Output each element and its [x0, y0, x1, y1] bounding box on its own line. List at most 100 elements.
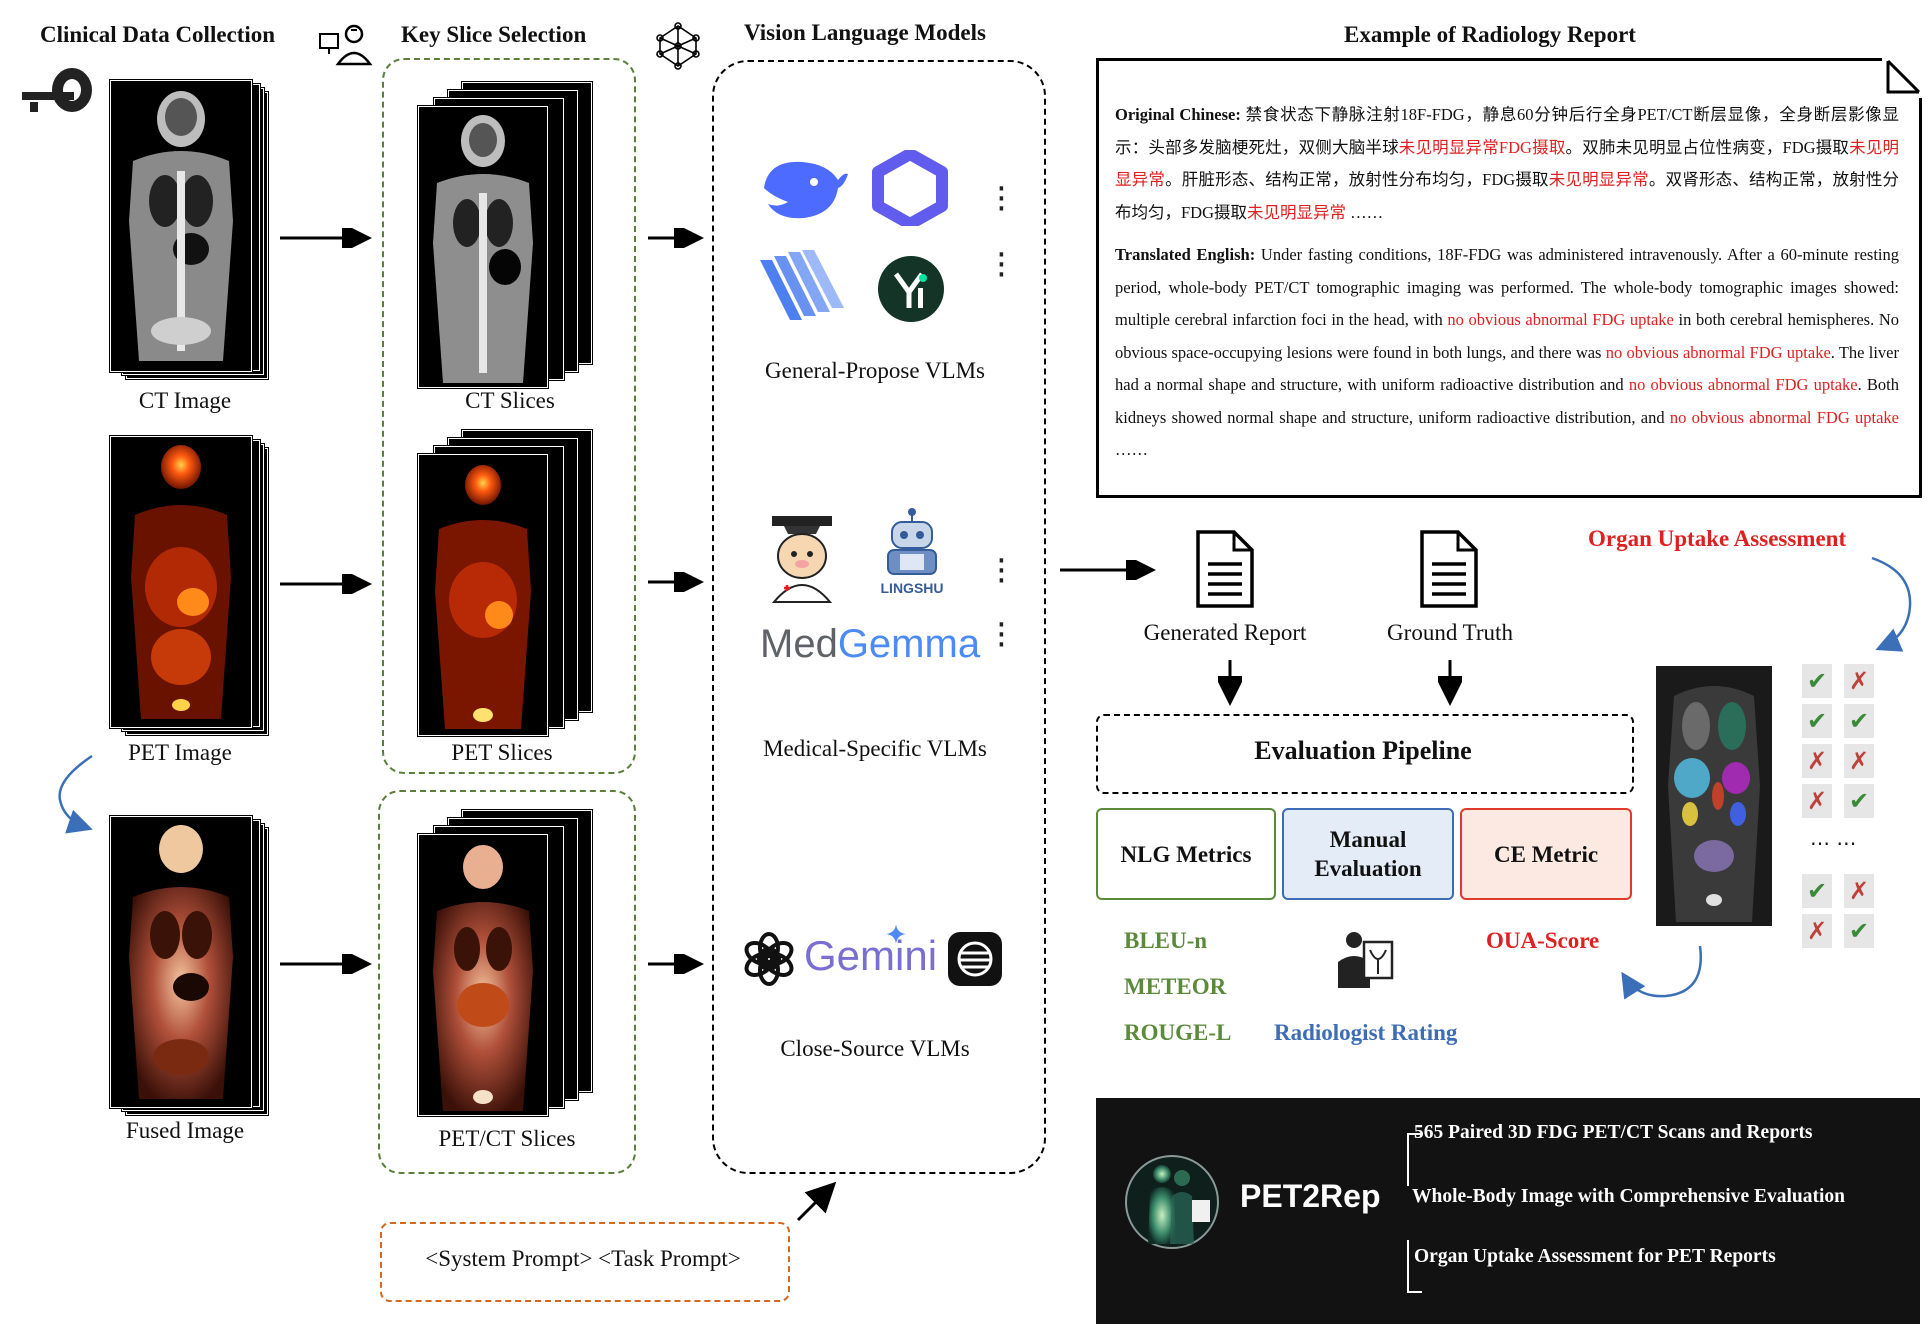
metric-bleu: BLEU-n: [1124, 928, 1208, 953]
report-english-paragraph: Translated English: Under fasting condit…: [1115, 239, 1899, 467]
clinical-data-header: Clinical Data Collection: [40, 22, 276, 47]
curved-arrow-to-oua: [1621, 945, 1703, 1000]
curved-arrow-to-checks: [1871, 556, 1912, 652]
petct-slice-figure: [419, 835, 547, 1115]
neural-network-icon: [656, 22, 700, 70]
pet2rep-panel: PET2Rep 565 Paired 3D FDG PET/CT Scans a…: [1096, 1098, 1920, 1324]
ct-image-caption: CT Image: [138, 388, 232, 413]
pet2rep-bullet-3: Organ Uptake Assessment for PET Reports: [1414, 1246, 1776, 1267]
yi-logo-icon: [878, 256, 944, 322]
key-slice-box-fused: [378, 790, 636, 1174]
doctor-computer-icon: [319, 24, 373, 66]
ct-slices-stack: [418, 82, 598, 388]
report-en-segment: . The liver had a normal shape and struc…: [1115, 342, 1899, 395]
ct-slice-figure: [419, 107, 547, 387]
pet-slices-stack: [418, 430, 598, 736]
lingshu-robot-icon: [887, 508, 937, 575]
ct-slices-caption: CT Slices: [465, 388, 555, 413]
nlg-metrics-box: NLG Metrics: [1096, 808, 1276, 900]
oua-score-label: OUA-Score: [1486, 928, 1600, 953]
report-en-body: Under fasting conditions, 18F-FDG was ad…: [1115, 245, 1899, 459]
ct-body-figure: [111, 81, 251, 371]
report-en-segment: . Both kidneys showed normal shape and s…: [1115, 375, 1899, 427]
organ-uptake-label: Organ Uptake Assessment: [1588, 526, 1847, 551]
prompt-box: [380, 1222, 790, 1302]
organ-checks-grid: ✔✗✔✔✗✗✗✔✔✗✗✔… …: [1802, 664, 1886, 948]
radiologist-icon: [1338, 932, 1394, 988]
report-en-segment: Under fasting conditions, 18F-FDG was ad…: [1115, 245, 1899, 329]
report-folded-corner-icon: [1882, 58, 1922, 98]
key-slice-header: Key Slice Selection: [401, 22, 587, 47]
report-zh-segment: ……: [1346, 202, 1384, 222]
key-slice-box-ct-pet: [382, 58, 636, 774]
pet2rep-bullet-2: Whole-Body Image with Comprehensive Eval…: [1412, 1186, 1845, 1207]
ground-truth-label: Ground Truth: [1387, 620, 1513, 645]
arrow-fused-to-slices: [280, 954, 372, 974]
cross-mark-icon: ✗: [1802, 784, 1832, 818]
prompt-text: <System Prompt> <Task Prompt>: [425, 1246, 741, 1271]
generated-report-label: Generated Report: [1143, 620, 1307, 645]
report-zh-segment: 。肝脏形态、结构正常，放射性分布均匀，FDG摄取: [1165, 170, 1549, 189]
fused-image-caption: Fused Image: [125, 1118, 245, 1143]
check-mark-icon: ✔: [1844, 784, 1874, 818]
gemini-logo-text: Gemini: [804, 932, 938, 979]
general-vlms-label: General-Propose VLMs: [765, 358, 985, 383]
medgemma-gemma-text: Gemma: [837, 622, 981, 666]
report-en-label: Translated English:: [1115, 245, 1256, 264]
medical-vlms-label: Medical-Specific VLMs: [763, 736, 987, 761]
closed-vlms-label: Close-Source VLMs: [780, 1036, 970, 1061]
medgemma-logo: MedGemma: [760, 622, 980, 667]
cross-mark-icon: ✗: [1844, 664, 1874, 698]
report-en-segment: ……: [1115, 440, 1148, 459]
report-zh-segment: 。双肺未见明显占位性病变，FDG摄取: [1565, 137, 1850, 157]
ce-metric-box: CE Metric: [1460, 808, 1632, 900]
cross-mark-icon: ✗: [1844, 744, 1874, 778]
arrow-generated-down: [1218, 660, 1242, 706]
cross-mark-icon: ✗: [1802, 914, 1832, 948]
report-zh-body: 禁食状态下静脉注射18F-FDG，静息60分钟后行全身PET/CT断层显像，全身…: [1115, 105, 1899, 222]
organ-segmentation-image: [1656, 666, 1772, 926]
vlm-dashed-box: [712, 60, 1046, 1174]
report-zh-segment: 未见明显异常: [1247, 202, 1347, 222]
doctor-mascot-icon: [771, 516, 833, 603]
pet2rep-title: PET2Rep: [1240, 1178, 1381, 1214]
report-en-segment: no obvious abnormal FDG uptake: [1447, 310, 1674, 329]
cross-mark-icon: ✗: [1802, 744, 1832, 778]
pet2rep-body-icon: [1125, 1155, 1219, 1249]
check-mark-icon: ✔: [1802, 664, 1832, 698]
fused-body-figure: [111, 817, 251, 1107]
metric-rouge: ROUGE-L: [1124, 1020, 1232, 1045]
radiologist-rating-label: Radiologist Rating: [1274, 1020, 1458, 1045]
check-mark-icon: ✔: [1802, 874, 1832, 908]
fused-image-stack: [110, 816, 270, 1116]
checks-ellipsis: … …: [1810, 826, 1857, 850]
deepseek-logo-icon: [764, 161, 848, 219]
arrow-vlm-to-evaluation: [1060, 560, 1156, 580]
more-medical-vlms-dots-2: ···: [996, 605, 1007, 665]
report-en-segment: no obvious abnormal FDG uptake: [1628, 375, 1858, 394]
arrow-pet-to-slices: [280, 574, 372, 594]
grok-logo-icon: [948, 932, 1002, 986]
check-mark-icon: ✔: [1844, 914, 1874, 948]
qwen-logo-icon: [872, 150, 948, 226]
openai-logo-icon: [744, 932, 794, 986]
report-zh-segment: 未见明显异常FDG摄取: [1398, 137, 1566, 157]
pet-image-stack: [110, 436, 270, 736]
arrow-truth-down: [1438, 660, 1462, 706]
curved-arrow-pet-to-fused: [58, 754, 93, 834]
petct-slices-caption: PET/CT Slices: [438, 1126, 576, 1151]
report-chinese-paragraph: Original Chinese: 禁食状态下静脉注射18F-FDG，静息60分…: [1115, 99, 1899, 229]
arrow-pet-slices-to-vlm: [648, 572, 704, 592]
pet-body-figure: [111, 437, 251, 727]
pet2rep-bullet-1: 565 Paired 3D FDG PET/CT Scans and Repor…: [1414, 1122, 1813, 1143]
ct-scanner-icon: [22, 68, 92, 112]
report-en-segment: no obvious abnormal FDG uptake: [1605, 342, 1831, 362]
arrow-ct-slices-to-vlm: [648, 228, 704, 248]
ground-truth-document-icon: [1420, 530, 1478, 608]
more-medical-vlms-dots-1: ···: [996, 541, 1007, 601]
arrow-prompt-to-vlm: [796, 1181, 837, 1222]
pet-slices-caption: PET Slices: [451, 740, 553, 765]
gemini-sparkle-icon: [886, 924, 906, 944]
radiology-report-box: Original Chinese: 禁食状态下静脉注射18F-FDG，静息60分…: [1096, 58, 1922, 498]
